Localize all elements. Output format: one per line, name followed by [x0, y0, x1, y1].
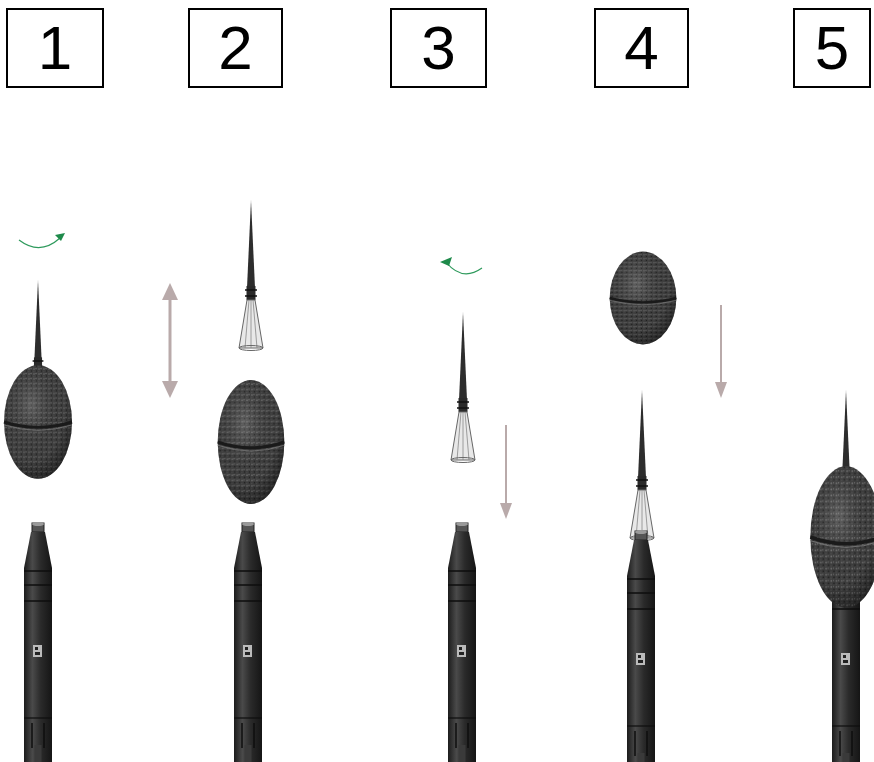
step-number: 2	[218, 17, 252, 79]
step-number: 5	[815, 17, 849, 79]
step-number: 3	[421, 17, 455, 79]
step-number-box: 4	[594, 8, 689, 88]
step-number-box: 2	[188, 8, 283, 88]
step-number: 4	[624, 17, 658, 79]
step-number: 1	[38, 17, 72, 79]
step-number-box: 5	[793, 8, 871, 88]
step-number-box: 1	[6, 8, 104, 88]
step-number-box: 3	[390, 8, 487, 88]
